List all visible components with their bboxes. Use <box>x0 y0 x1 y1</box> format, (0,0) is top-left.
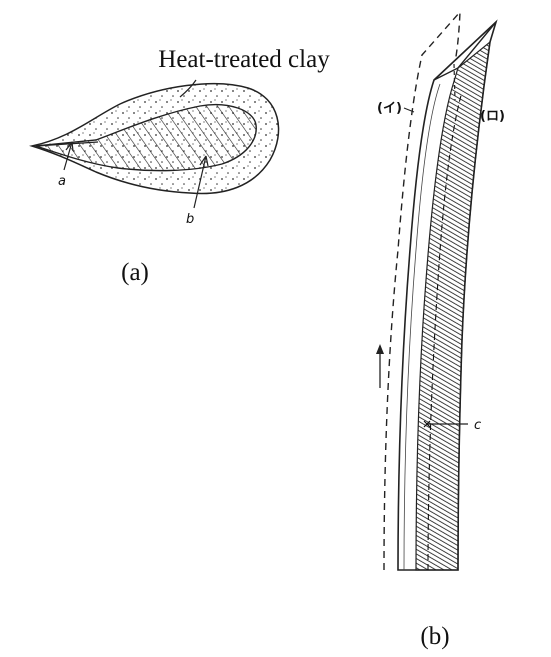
label-ro: (ロ) <box>480 109 505 124</box>
blade-edge-line <box>35 141 99 147</box>
direction-arrow-head <box>376 344 384 354</box>
arrow-a-head <box>65 141 74 152</box>
arrow-a <box>63 141 73 171</box>
panel-a: Heat-treated clay a b (a) <box>29 46 330 286</box>
caption-a: (a) <box>121 259 149 286</box>
label-b: b <box>186 212 194 227</box>
arrow-b-head <box>199 155 209 167</box>
blade-section <box>35 103 257 172</box>
arrow-b <box>193 155 207 209</box>
label-c: c <box>474 418 481 433</box>
spine-dashed-line <box>427 91 463 571</box>
clay-title: Heat-treated clay <box>158 46 330 73</box>
edge-inner-line <box>403 83 441 571</box>
blade-tip <box>433 21 497 81</box>
panel-b: (イ) (ロ) c (b) <box>376 10 505 650</box>
original-outline-dashed <box>383 10 461 571</box>
caption-b: (b) <box>420 623 449 650</box>
tip-dashed-line <box>453 63 456 101</box>
point-c-mark <box>423 420 431 428</box>
label-a: a <box>58 174 66 189</box>
label-i: (イ) <box>377 101 402 116</box>
leader-i <box>403 107 415 113</box>
